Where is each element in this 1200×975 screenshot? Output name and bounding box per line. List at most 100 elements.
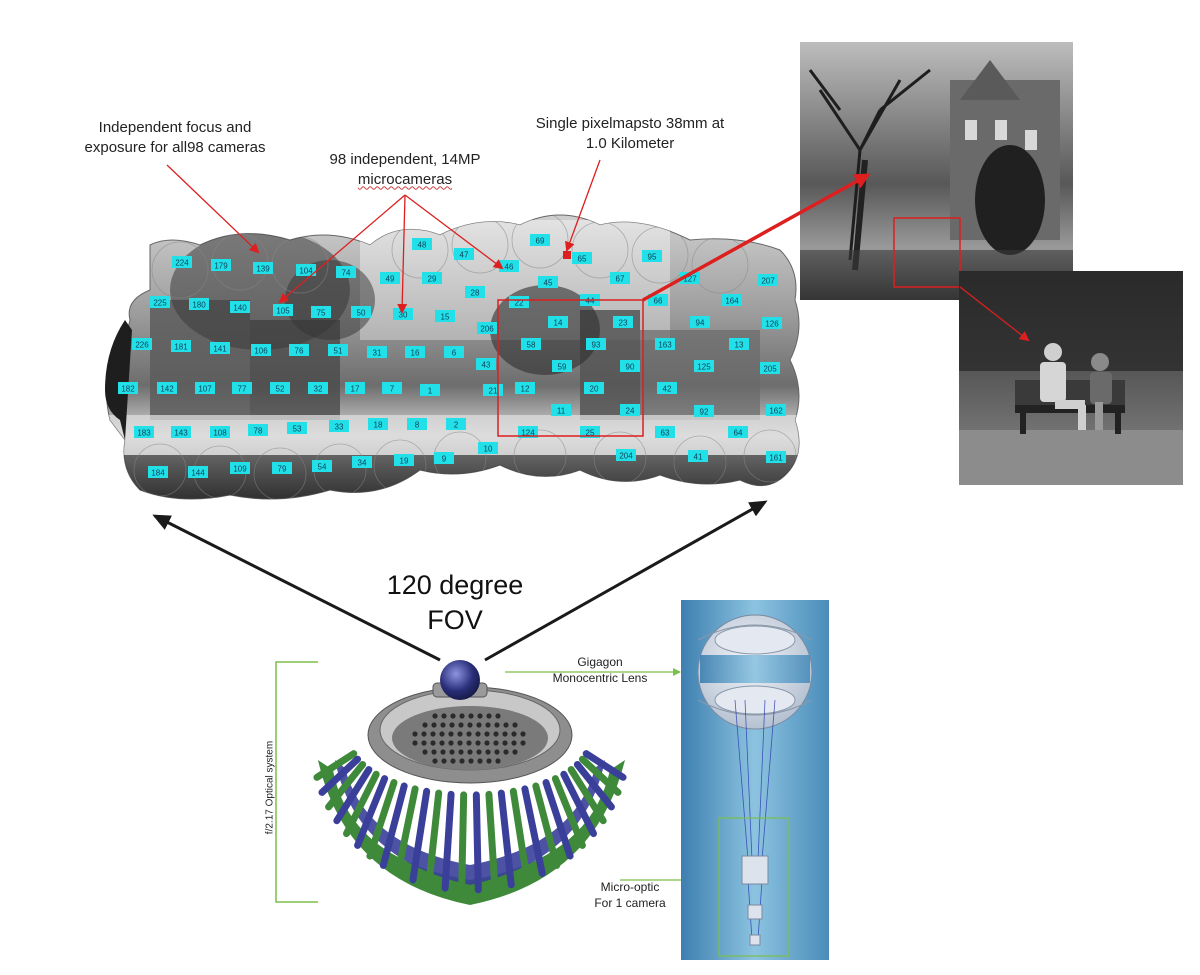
dish-hole <box>458 749 464 755</box>
camera-tag-1: 1 <box>420 384 440 396</box>
svg-text:162: 162 <box>769 407 783 416</box>
dish-hole <box>467 722 473 728</box>
svg-text:94: 94 <box>696 319 705 328</box>
camera-tag-78: 78 <box>248 424 268 436</box>
svg-text:69: 69 <box>536 237 545 246</box>
svg-text:224: 224 <box>175 259 189 268</box>
microcamera-tube <box>497 789 515 889</box>
svg-text:15: 15 <box>441 313 450 322</box>
camera-tag-2: 2 <box>446 418 466 430</box>
svg-text:53: 53 <box>293 425 302 434</box>
microcamera-tube <box>532 782 561 869</box>
camera-tag-46: 46 <box>499 260 519 272</box>
camera-tag-58: 58 <box>521 338 541 350</box>
dish-hole <box>485 722 491 728</box>
dish-hole <box>449 749 455 755</box>
svg-text:93: 93 <box>592 341 601 350</box>
svg-text:66: 66 <box>654 297 663 306</box>
dish-hole <box>467 749 473 755</box>
camera-tag-63: 63 <box>655 426 675 438</box>
camera-tag-139: 139 <box>253 262 273 274</box>
microcamera-tube <box>354 775 389 849</box>
camera-tag-163: 163 <box>655 338 675 350</box>
camera-tag-65: 65 <box>572 252 592 264</box>
dish-hole <box>477 758 483 764</box>
svg-text:52: 52 <box>276 385 285 394</box>
camera-tag-12: 12 <box>515 382 535 394</box>
svg-text:33: 33 <box>335 423 344 432</box>
dish-hole <box>494 749 500 755</box>
camera-tag-16: 16 <box>405 346 425 358</box>
camera-tag-95: 95 <box>642 250 662 262</box>
camera-tag-51: 51 <box>328 344 348 356</box>
dish-hole <box>440 749 446 755</box>
svg-text:79: 79 <box>278 465 287 474</box>
dish-hole <box>476 722 482 728</box>
svg-text:11: 11 <box>557 407 566 416</box>
camera-tag-225: 225 <box>150 296 170 308</box>
svg-text:22: 22 <box>515 299 524 308</box>
microcamera-tube <box>318 755 362 796</box>
svg-text:181: 181 <box>174 343 188 352</box>
dish-hole <box>520 740 526 746</box>
svg-text:17: 17 <box>351 385 360 394</box>
focus-exposure-label: Independent focus and exposure for all98… <box>84 119 266 157</box>
dish-hole <box>511 740 517 746</box>
dish-hole <box>475 740 481 746</box>
microcamera-tube <box>409 787 431 884</box>
svg-text:140: 140 <box>233 304 247 313</box>
camera-tag-15: 15 <box>435 310 455 322</box>
camera-tag-224: 224 <box>172 256 192 268</box>
svg-text:183: 183 <box>137 429 151 438</box>
camera-tag-94: 94 <box>690 316 710 328</box>
camera-tag-105: 105 <box>273 304 293 316</box>
dish-hole <box>457 740 463 746</box>
camera-tag-90: 90 <box>620 360 640 372</box>
dish-hole <box>440 722 446 728</box>
microcamera-tube <box>521 785 546 877</box>
svg-text:2: 2 <box>454 421 459 430</box>
svg-text:206: 206 <box>480 325 494 334</box>
camera-tag-8: 8 <box>407 418 427 430</box>
svg-text:34: 34 <box>358 459 367 468</box>
camera-tag-7: 7 <box>382 382 402 394</box>
camera-tag-66: 66 <box>648 294 668 306</box>
svg-text:184: 184 <box>151 469 165 478</box>
svg-text:21: 21 <box>489 387 498 396</box>
svg-text:9: 9 <box>442 455 447 464</box>
svg-text:65: 65 <box>578 255 587 264</box>
svg-text:95: 95 <box>648 253 657 262</box>
camera-tag-47: 47 <box>454 248 474 260</box>
camera-tag-104: 104 <box>296 264 316 276</box>
camera-tag-207: 207 <box>758 274 778 286</box>
zoomed-bench-couple-photo <box>959 271 1183 485</box>
dish-hole <box>450 758 456 764</box>
camera-tag-54: 54 <box>312 460 332 472</box>
svg-text:161: 161 <box>769 454 783 463</box>
camera-tag-50: 50 <box>351 306 371 318</box>
dish-hole <box>485 749 491 755</box>
camera-tag-126: 126 <box>762 317 782 329</box>
svg-text:31: 31 <box>373 349 382 358</box>
dish-hole <box>494 722 500 728</box>
camera-tag-53: 53 <box>287 422 307 434</box>
fov-label: 120 degree FOV <box>386 570 524 636</box>
svg-text:16: 16 <box>411 349 420 358</box>
camera-tag-43: 43 <box>476 358 496 370</box>
micro-optic-label: Micro-optic For 1 camera <box>594 880 666 910</box>
camera-tag-108: 108 <box>210 426 230 438</box>
dish-hole <box>432 713 438 719</box>
zoomed-building-photo <box>800 42 1073 300</box>
microcamera-tube <box>560 770 597 838</box>
svg-text:64: 64 <box>734 429 743 438</box>
dish-hole <box>484 731 490 737</box>
svg-text:46: 46 <box>505 263 514 272</box>
svg-text:105: 105 <box>276 307 290 316</box>
camera-tag-17: 17 <box>345 382 365 394</box>
microcamera-tube <box>379 782 408 869</box>
camera-tag-32: 32 <box>308 382 328 394</box>
camera-tag-107: 107 <box>195 382 215 394</box>
dish-hole <box>432 758 438 764</box>
